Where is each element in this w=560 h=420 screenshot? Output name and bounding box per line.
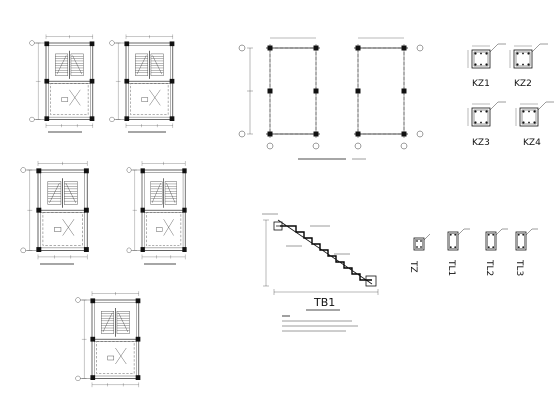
beam-section-tz: TZ [408,233,431,273]
tl2-label: TL2 [484,259,494,276]
column-section-kz4: KZ4 [515,101,555,148]
column-section-kz3: KZ3 [467,101,507,148]
tl1-label: TL1 [446,259,456,276]
stair-plan-2 [109,34,175,133]
beam-section-tl2: TL2 [484,228,509,276]
stair-plan-1 [29,34,95,133]
beam-section-tl1: TL1 [446,228,471,276]
tl3-label: TL3 [514,259,524,276]
kz3-label: KZ3 [472,138,490,148]
kz2-label: KZ2 [514,79,532,89]
stair-plan-4 [126,160,188,265]
kz4-label: KZ4 [523,138,541,148]
notes-block [282,315,358,332]
column-section-kz2: KZ2 [509,43,549,89]
stair-section-tb1: TB1 [262,213,379,311]
tz-label: TZ [408,260,418,273]
column-layout-plan-1 [238,37,320,150]
kz1-label: KZ1 [472,79,490,89]
column-section-kz1: KZ1 [467,43,507,89]
stair-plan-5 [75,290,141,388]
beam-section-tl3: TL3 [514,228,539,276]
column-layout-plan-2 [354,37,424,150]
stair-plan-3 [20,160,90,265]
tb1-label: TB1 [313,296,335,309]
